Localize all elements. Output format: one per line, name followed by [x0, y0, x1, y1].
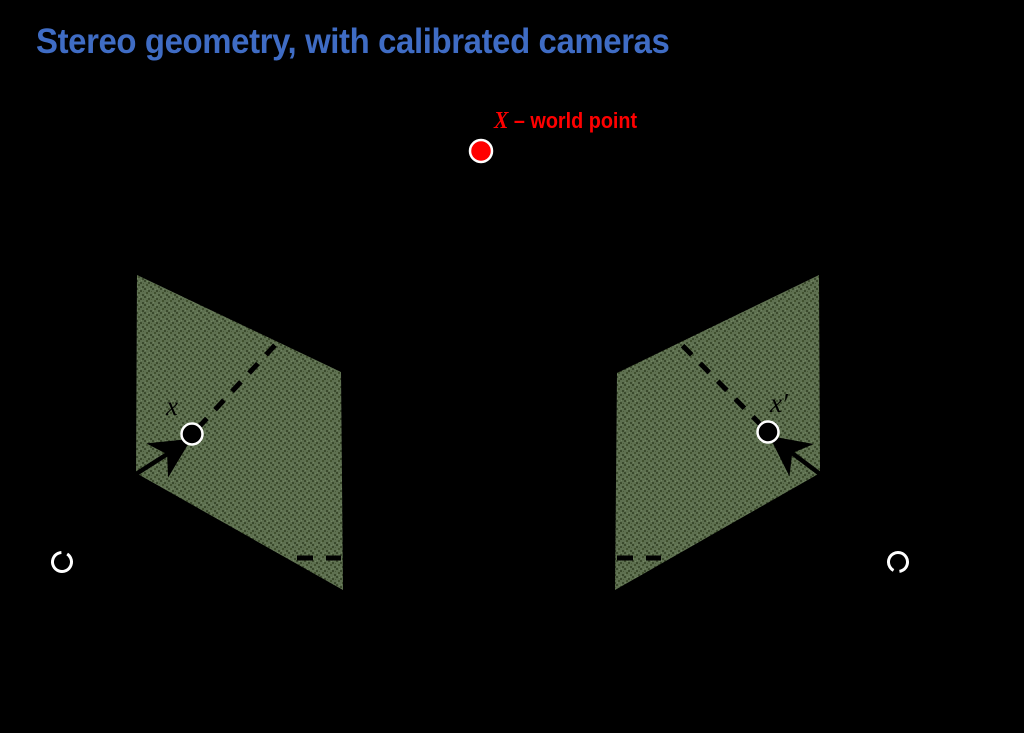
left-epipolar-dashed-ray [196, 341, 279, 430]
world-point-symbol: X [494, 108, 509, 134]
right-epipolar-dashed-ray [679, 342, 764, 428]
left-image-point [180, 422, 204, 446]
left-camera-center-icon [51, 551, 73, 573]
world-point-text: – world point [508, 108, 638, 133]
page-title: Stereo geometry, with calibrated cameras [36, 22, 670, 61]
right-image-plane [615, 275, 820, 590]
world-point-marker [468, 138, 494, 164]
left-image-plane [136, 275, 343, 590]
left-image-point-label: x [165, 391, 178, 421]
right-camera-center-icon [887, 551, 909, 573]
right-image-point-arrow [769, 435, 822, 477]
right-image-point [756, 420, 780, 444]
world-point-annotation: X – world point [494, 108, 637, 135]
left-image-point-arrow [134, 438, 192, 478]
right-image-point-label: x′ [769, 388, 789, 418]
